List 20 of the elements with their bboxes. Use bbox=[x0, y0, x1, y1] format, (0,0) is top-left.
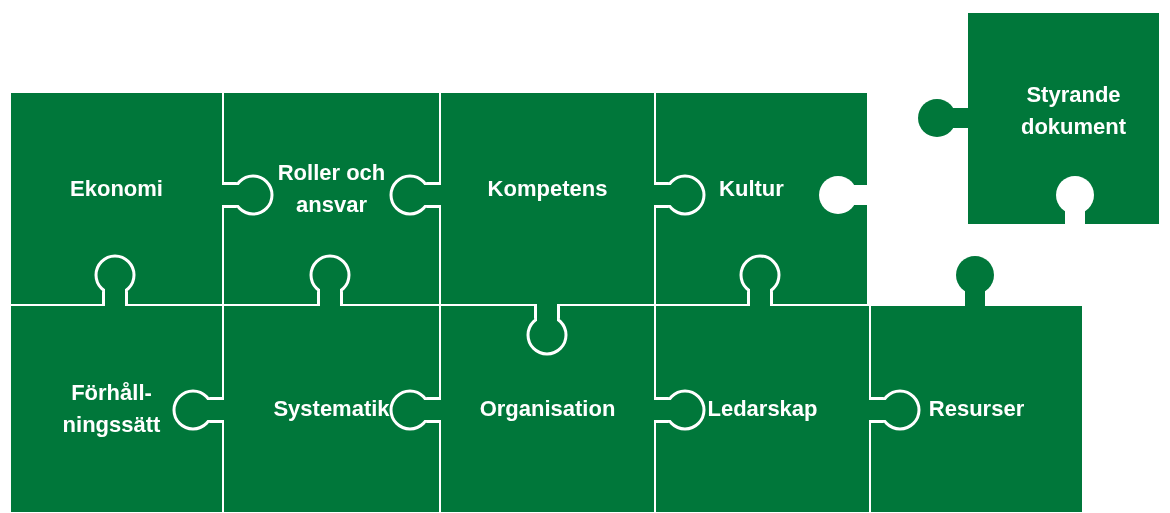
puzzle-piece bbox=[655, 305, 870, 513]
puzzle-piece bbox=[440, 305, 655, 513]
puzzle-piece bbox=[223, 92, 440, 305]
piece-label: Förhåll-ningssätt bbox=[61, 379, 162, 439]
piece-label: Systematik bbox=[273, 395, 390, 424]
piece-label: Ledarskap bbox=[707, 395, 818, 424]
piece-label: Organisation bbox=[479, 395, 616, 424]
piece-label: Kompetens bbox=[487, 174, 608, 203]
puzzle-piece bbox=[967, 12, 1160, 225]
piece-label: Resurser bbox=[928, 395, 1025, 424]
puzzle-piece bbox=[10, 92, 223, 305]
puzzle-piece bbox=[655, 92, 868, 305]
puzzle-piece bbox=[223, 305, 440, 513]
piece-label: Roller och ansvar bbox=[276, 158, 387, 219]
puzzle-piece bbox=[10, 305, 223, 513]
piece-label: Styrande dokument bbox=[1019, 80, 1128, 141]
puzzle-piece bbox=[440, 92, 655, 305]
piece-label: Kultur bbox=[719, 174, 784, 203]
piece-label: Ekonomi bbox=[70, 174, 163, 203]
puzzle-piece bbox=[870, 305, 1083, 513]
